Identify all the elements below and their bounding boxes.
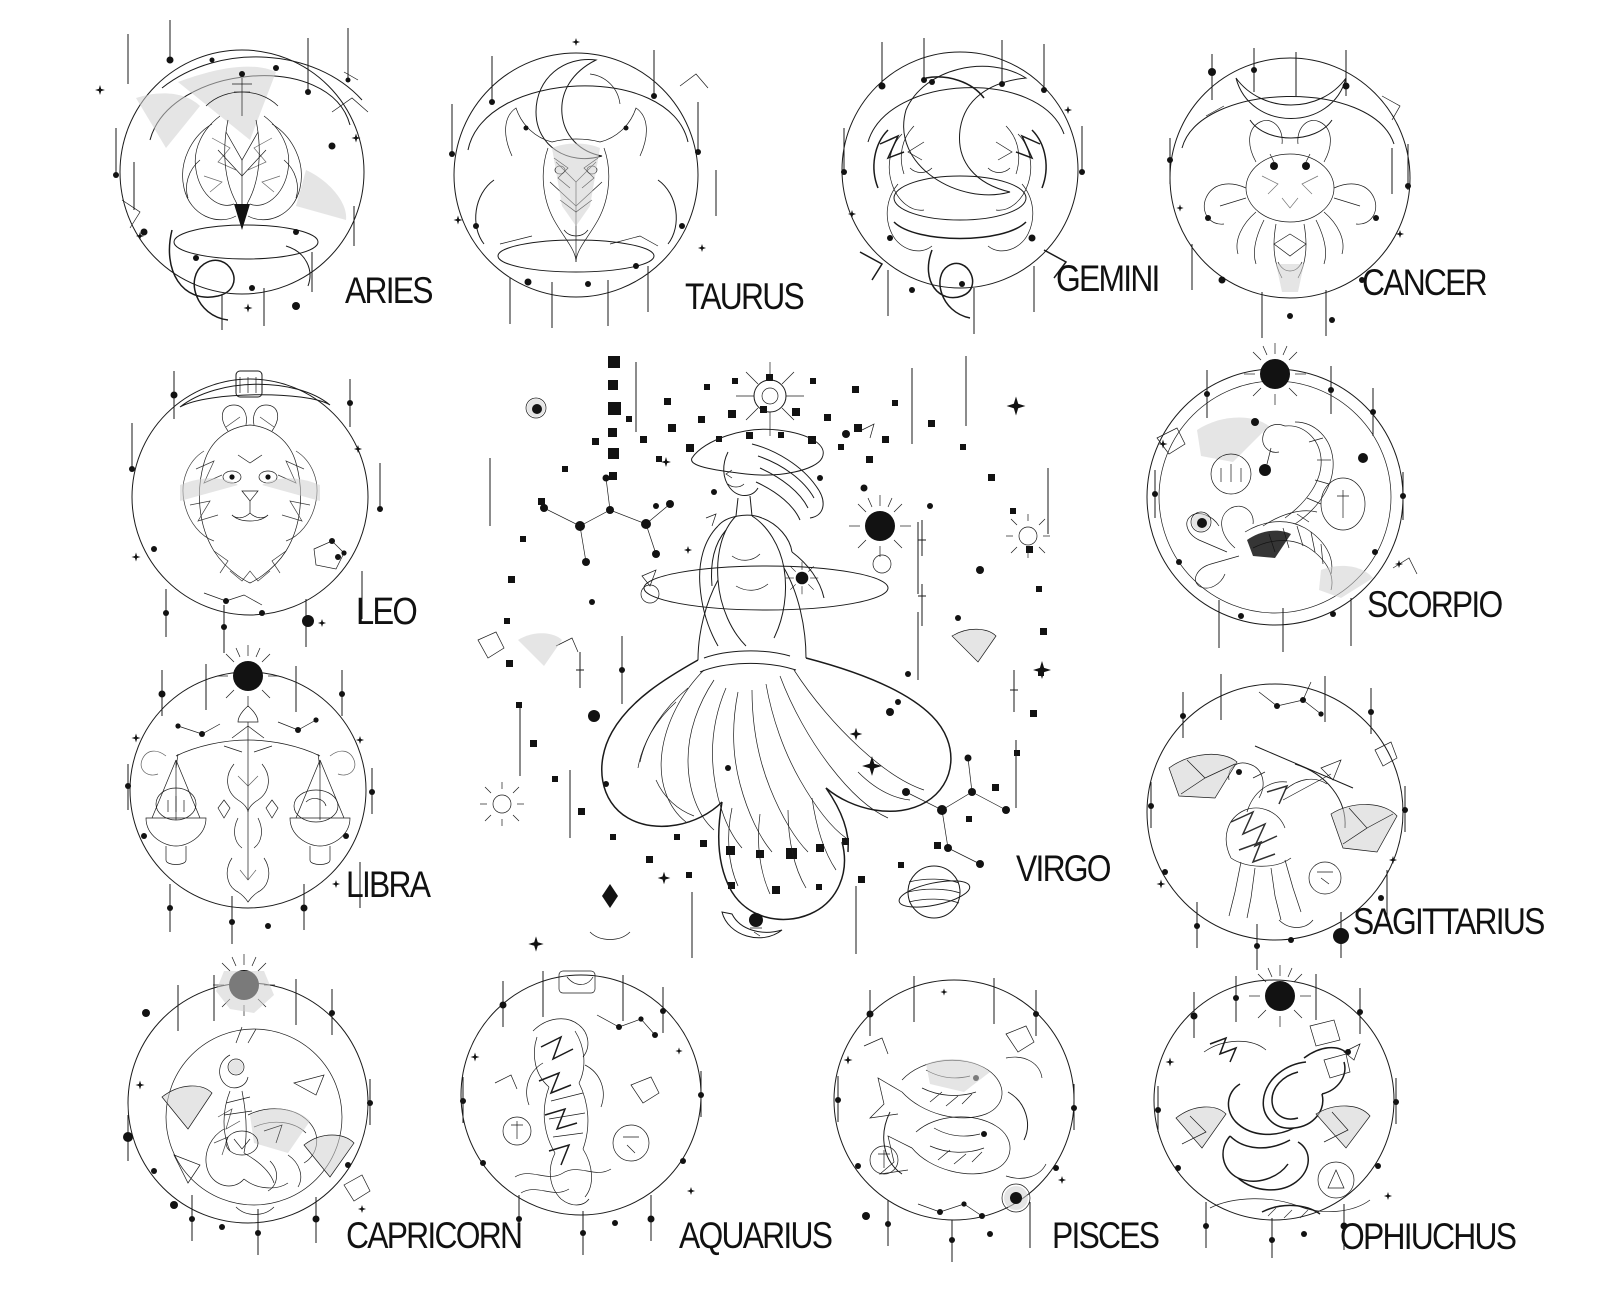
virgo-maiden (601, 428, 952, 921)
moon-disc (525, 397, 547, 419)
dress-star-3 (849, 727, 863, 741)
sign-label-leo: LEO (356, 591, 418, 633)
sign-label-ophiuchus: OPHIUCHUS (1340, 1216, 1517, 1257)
sign-label-pisces: PISCES (1052, 1215, 1160, 1256)
sign-label-taurus: TAURUS (685, 276, 805, 317)
dress-star-2 (862, 756, 882, 776)
sign-label-cancer: CANCER (1362, 262, 1488, 303)
sign-label-aquarius: AQUARIUS (679, 1215, 833, 1256)
virgo-medallion (477, 356, 1051, 958)
eclipse-glyph (848, 494, 912, 558)
libra-medallion (125, 644, 375, 944)
aries-medallion (95, 20, 369, 330)
aquarius-medallion (460, 970, 704, 1255)
leo-medallion (129, 370, 383, 653)
sign-label-libra: LIBRA (346, 864, 431, 905)
cancer-medallion (1167, 48, 1411, 338)
dress-star-1 (785, 561, 819, 595)
scorpio-medallion (1146, 342, 1418, 652)
ophiuchus-medallion (1153, 964, 1399, 1258)
sagittarius-medallion (1146, 674, 1408, 970)
sunburst-right (1005, 513, 1051, 559)
sunburst-left (479, 781, 525, 827)
pisces-medallion (833, 976, 1077, 1262)
dotted-ring (504, 374, 1047, 894)
constellation-right (905, 757, 1007, 865)
orbit-ring (643, 565, 889, 611)
sign-label-sagittarius: SAGITTARIUS (1353, 901, 1545, 942)
gemini-medallion (841, 38, 1085, 334)
taurus-medallion (449, 37, 717, 328)
planet-glyph (896, 865, 973, 919)
sign-label-capricorn: CAPRICORN (346, 1215, 523, 1256)
capricorn-medallion (123, 953, 373, 1255)
constellation-left (543, 477, 671, 563)
sun-glyph (736, 362, 804, 436)
sign-label-aries: ARIES (345, 270, 434, 311)
sign-label-scorpio: SCORPIO (1367, 584, 1503, 625)
sign-label-gemini: GEMINI (1056, 258, 1160, 299)
sign-label-virgo: VIRGO (1016, 848, 1112, 889)
